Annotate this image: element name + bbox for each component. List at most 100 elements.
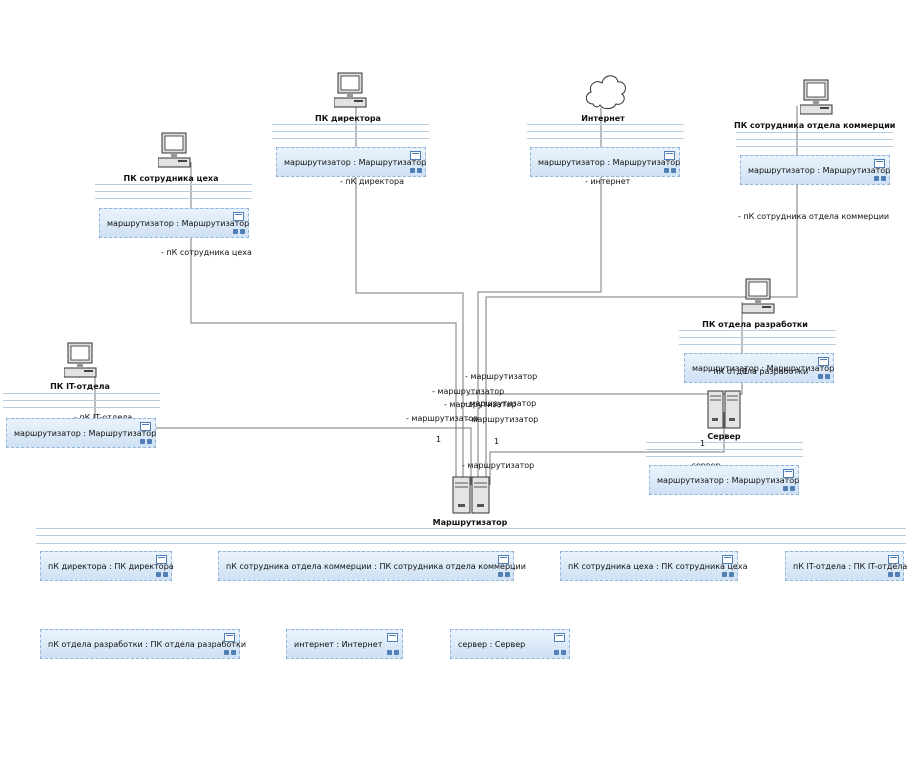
router-part[interactable]: пК сотрудника отдела коммерции : ПК сотр…: [218, 551, 526, 581]
part-label: маршрутизатор : Маршрутизатор: [14, 429, 157, 438]
end-label-shop: - пК сотрудника цеха: [161, 248, 252, 257]
separator: [736, 146, 893, 147]
end-label-commerce: - пК сотрудника отдела коммерции: [738, 212, 890, 221]
node-title-router: Маршрутизатор: [432, 518, 508, 527]
part-icon: [874, 176, 886, 181]
desktop-computer-icon: [333, 72, 368, 112]
connector-director: [355, 98, 464, 485]
node-title-commerce: ПК сотрудника отдела коммерции: [734, 121, 896, 130]
separator: [527, 124, 684, 125]
router-part[interactable]: пК сотрудника цеха : ПК сотрудника цеха: [560, 551, 748, 581]
separator: [272, 124, 429, 125]
separator: [646, 442, 803, 443]
part-label: маршрутизатор : Маршрутизатор: [284, 158, 427, 167]
end-label-it: - пК IT-отдела: [74, 413, 132, 422]
part-icon: [156, 572, 168, 577]
server-tower-icon: [707, 390, 743, 432]
part-label: маршрутизатор : Маршрутизатор: [748, 166, 891, 175]
part-icon: [783, 469, 794, 478]
node-title-dev: ПК отдела разработки: [702, 320, 808, 329]
part-icon: [783, 486, 795, 491]
node-title-it: ПК IT-отдела: [50, 382, 110, 391]
desktop-computer-icon: [63, 342, 98, 382]
separator: [95, 198, 252, 199]
desktop-computer-icon: [741, 278, 776, 318]
part-icon: [818, 374, 830, 379]
part-label: пК директора : ПК директора: [48, 562, 174, 571]
part-commerce-router[interactable]: маршрутизатор : Маршрутизатор: [740, 155, 890, 185]
part-icon: [664, 168, 676, 173]
separator: [95, 191, 252, 192]
end-label-director: - пК директора: [340, 177, 404, 186]
connector-commerce: [485, 106, 798, 485]
router-part[interactable]: пК IT-отдела : ПК IT-отдела: [785, 551, 908, 581]
part-icon: [387, 633, 398, 642]
end-label-dev: - пК отдела разработки: [708, 367, 809, 376]
node-title-server: Сервер: [707, 432, 741, 441]
node-title-internet: Интернет: [581, 114, 625, 123]
multiplicity-label: 1: [494, 437, 500, 446]
separator: [679, 344, 836, 345]
part-icon: [410, 151, 421, 160]
separator: [3, 393, 160, 394]
part-label: маршрутизатор : Маршрутизатор: [538, 158, 681, 167]
separator: [95, 184, 252, 185]
router-part[interactable]: пК отдела разработки : ПК отдела разрабо…: [40, 629, 246, 659]
separator: [679, 337, 836, 338]
part-icon: [888, 572, 900, 577]
separator: [36, 535, 906, 536]
router-end-label: - маршрутизатор: [462, 461, 535, 470]
part-icon: [224, 633, 235, 642]
separator: [527, 131, 684, 132]
connector-server: [489, 412, 725, 485]
part-internet-router[interactable]: маршрутизатор : Маршрутизатор: [530, 147, 680, 177]
separator: [3, 400, 160, 401]
part-icon: [233, 229, 245, 234]
part-icon: [722, 555, 733, 564]
part-server-router[interactable]: маршрутизатор : Маршрутизатор: [649, 465, 799, 495]
router-end-label: - маршрутизатор: [406, 414, 479, 423]
part-label: интернет : Интернет: [294, 640, 383, 649]
end-label-internet: - интернет: [585, 177, 631, 186]
router-part[interactable]: интернет : Интернет: [286, 629, 403, 659]
desktop-computer-icon: [157, 132, 192, 172]
part-icon: [224, 650, 236, 655]
part-label: пК сотрудника отдела коммерции : ПК сотр…: [226, 562, 526, 571]
part-label: пК сотрудника цеха : ПК сотрудника цеха: [568, 562, 748, 571]
part-icon: [156, 555, 167, 564]
router-end-label: - маршрутизатор: [444, 400, 517, 409]
connector-shop: [190, 162, 457, 485]
separator: [736, 139, 893, 140]
part-label: маршрутизатор : Маршрутизатор: [657, 476, 800, 485]
separator: [527, 138, 684, 139]
multiplicity-label: 1: [436, 435, 442, 444]
node-title-director: ПК директора: [315, 114, 381, 123]
separator: [679, 330, 836, 331]
router-end-label: - маршрутизатор: [432, 387, 505, 396]
multiplicity-label: 1: [743, 367, 749, 376]
separator: [3, 407, 160, 408]
connector-dev: [468, 302, 743, 395]
router-part[interactable]: пК директора : ПК директора: [40, 551, 174, 581]
part-it-router[interactable]: маршрутизатор : Маршрутизатор: [6, 418, 156, 448]
part-icon: [874, 159, 885, 168]
router-part[interactable]: сервер : Сервер: [450, 629, 570, 659]
part-label: пК IT-отдела : ПК IT-отдела: [793, 562, 908, 571]
separator: [272, 138, 429, 139]
separator: [646, 456, 803, 457]
part-dev-router[interactable]: маршрутизатор : Маршрутизатор: [684, 353, 834, 383]
router-end-label: - маршрутизатор: [466, 415, 539, 424]
part-shop-router[interactable]: маршрутизатор : Маршрутизатор: [99, 208, 249, 238]
part-icon: [818, 357, 829, 366]
separator: [36, 528, 906, 529]
part-label: пК отдела разработки : ПК отдела разрабо…: [48, 640, 247, 649]
separator: [646, 449, 803, 450]
separator: [272, 131, 429, 132]
separator: [736, 132, 893, 133]
part-icon: [410, 168, 422, 173]
part-director-router[interactable]: маршрутизатор : Маршрутизатор: [276, 147, 426, 177]
part-icon: [233, 212, 244, 221]
part-icon: [888, 555, 899, 564]
part-icon: [498, 572, 510, 577]
part-label: маршрутизатор : Маршрутизатор: [692, 364, 835, 373]
